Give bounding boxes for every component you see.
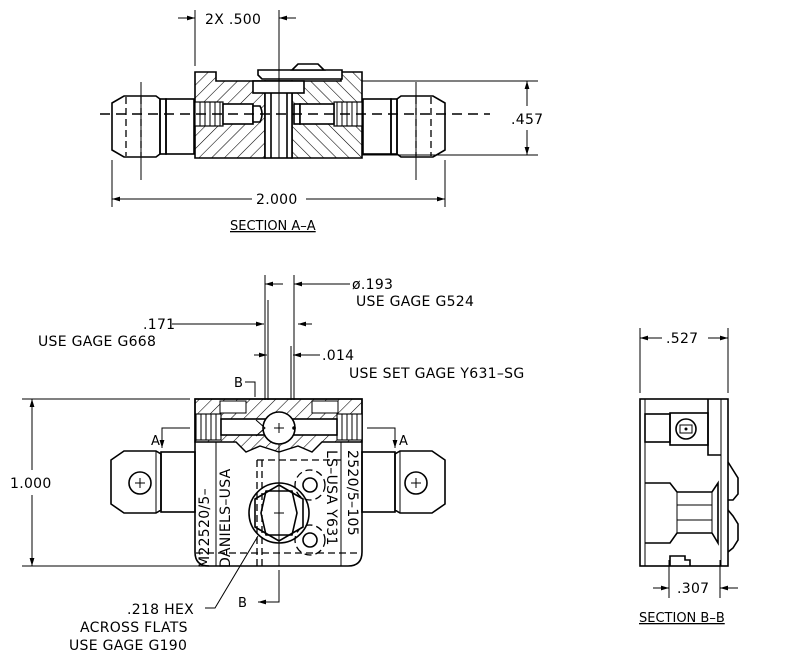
- section-a-a-view: 2X .500 .457 2.000 SECTION A–A: [100, 10, 543, 234]
- dim-height-a: .457: [511, 112, 543, 128]
- section-b-b-view: .527 .307 SECTION B–B: [639, 328, 739, 626]
- section-a-label-left: A: [151, 434, 160, 449]
- section-a-a-title: SECTION A–A: [230, 219, 316, 234]
- dim-bore: ø.193: [352, 277, 393, 293]
- engraving-left-2: DANIELS–USA: [218, 468, 234, 568]
- dim-length: 2.000: [256, 192, 298, 208]
- engraving-right-2: 2520/5–105: [344, 450, 360, 536]
- section-b-label-top: B: [234, 376, 243, 391]
- section-b-b-title: SECTION B–B: [639, 611, 725, 626]
- dim-height-front: 1.000: [10, 476, 52, 492]
- hex-note-2: ACROSS FLATS: [80, 620, 188, 636]
- engraving-right-1: LS–USA Y631: [323, 450, 339, 546]
- hex-note-1: .218 HEX: [127, 602, 194, 618]
- dim-width-b: .527: [666, 331, 698, 347]
- dim-bore-note: USE GAGE G524: [356, 294, 474, 310]
- front-view: ø.193 USE GAGE G524 .171 USE GAGE G668 .…: [10, 275, 525, 654]
- dim-slot: .171: [143, 317, 175, 333]
- left-fitting: [111, 82, 195, 180]
- engraving-left-1: M22520/5–: [197, 488, 213, 568]
- dim-set-note: USE SET GAGE Y631–SG: [349, 366, 525, 382]
- hex-note-3: USE GAGE G190: [69, 638, 187, 654]
- dim-pitch: 2X .500: [205, 12, 261, 28]
- dim-slot-note: USE GAGE G668: [38, 334, 156, 350]
- section-b-label-bottom: B: [238, 596, 247, 611]
- dim-set: .014: [322, 348, 354, 364]
- dim-inner-b: .307: [677, 581, 709, 597]
- right-fitting: [362, 82, 446, 180]
- section-a-label-right: A: [399, 434, 408, 449]
